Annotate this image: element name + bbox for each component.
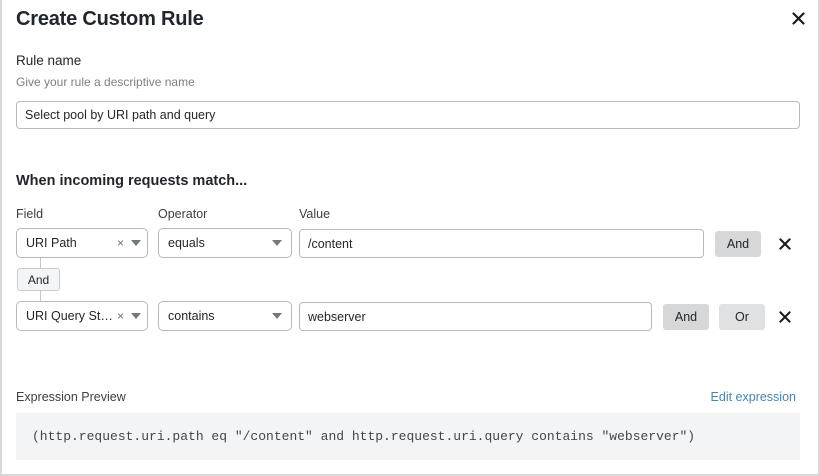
column-header-field: Field	[16, 207, 44, 221]
value-input-row-1[interactable]	[299, 229, 704, 258]
operator-select-row-2-label: contains	[168, 309, 215, 323]
field-clear-icon-row-1[interactable]: ×	[116, 236, 124, 250]
column-header-operator: Operator	[158, 207, 208, 221]
field-select-row-1-label: URI Path	[26, 236, 77, 250]
field-clear-icon-row-2[interactable]: ×	[116, 309, 124, 323]
expression-preview-label: Expression Preview	[16, 390, 126, 404]
close-icon[interactable]	[787, 7, 809, 29]
chevron-down-icon-row-2-field	[131, 313, 141, 319]
remove-row-1-icon[interactable]	[776, 235, 794, 253]
or-button-row-2[interactable]: Or	[719, 304, 765, 330]
field-select-row-1[interactable]: URI Path ×	[16, 228, 148, 258]
chevron-down-icon-row-2-operator	[272, 313, 282, 319]
operator-select-row-1[interactable]: equals	[158, 228, 292, 258]
expression-preview-code-block: (http.request.uri.path eq "/content" and…	[16, 413, 800, 460]
chevron-down-icon-row-1-field	[131, 240, 141, 246]
field-select-row-2[interactable]: URI Query St… ×	[16, 301, 148, 331]
rule-name-label: Rule name	[16, 53, 82, 68]
connector-line-top	[40, 258, 41, 269]
remove-row-2-icon[interactable]	[776, 308, 794, 326]
column-header-value: Value	[299, 207, 331, 221]
dialog-title: Create Custom Rule	[16, 8, 204, 30]
rule-name-help: Give your rule a descriptive name	[16, 75, 195, 89]
connector-line-bottom	[40, 290, 41, 301]
chevron-down-icon-row-1-operator	[272, 240, 282, 246]
and-button-row-1[interactable]: And	[715, 231, 761, 257]
value-input-row-2[interactable]	[299, 302, 652, 331]
match-heading: When incoming requests match...	[16, 173, 248, 189]
operator-select-row-1-label: equals	[168, 236, 205, 250]
field-select-row-2-label: URI Query St…	[26, 309, 113, 323]
edit-expression-link[interactable]: Edit expression	[710, 390, 796, 404]
expression-text: (http.request.uri.path eq "/content" and…	[32, 429, 696, 444]
rule-name-input[interactable]	[16, 101, 800, 129]
operator-select-row-2[interactable]: contains	[158, 301, 292, 331]
group-connector-and-badge[interactable]: And	[17, 268, 60, 291]
and-button-row-2[interactable]: And	[663, 304, 709, 330]
